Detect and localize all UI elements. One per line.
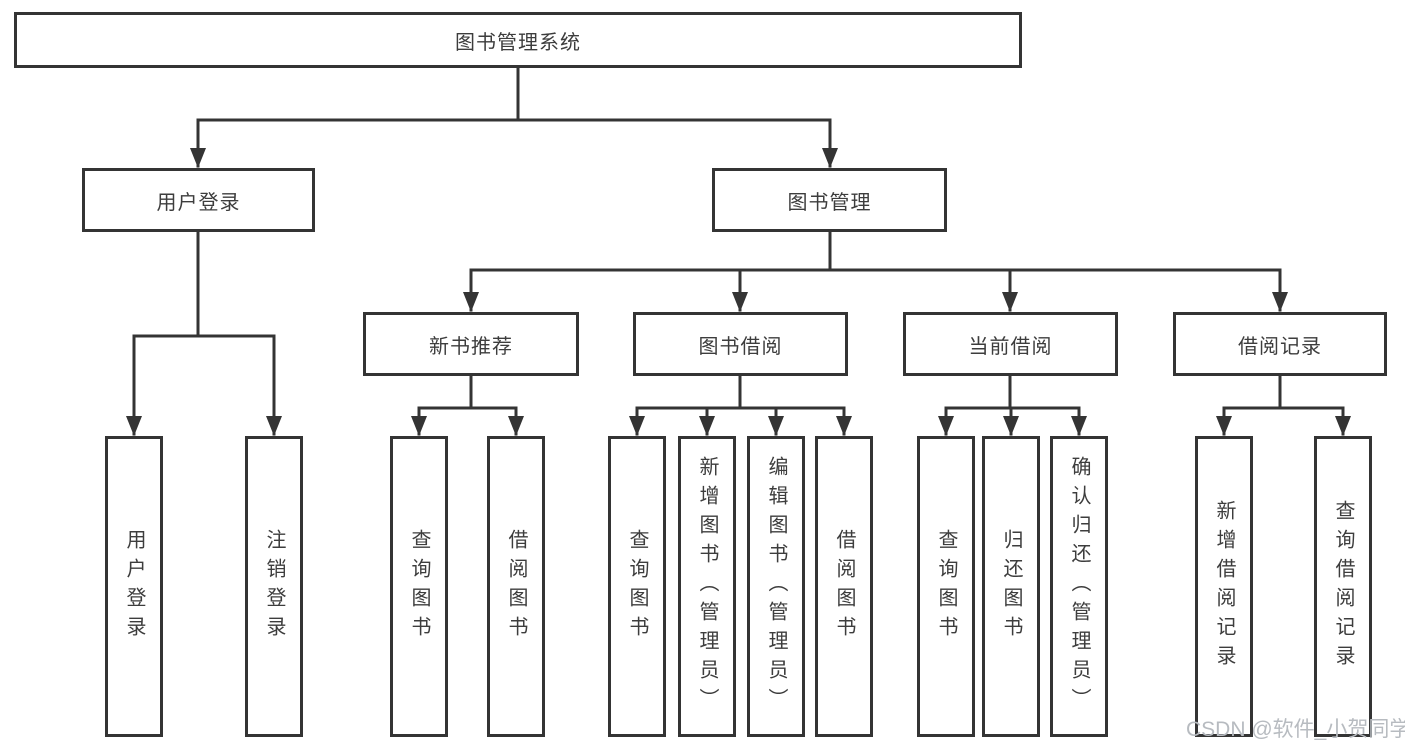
leaf-edit-books-admin-label: 编辑图书（管理员） xyxy=(765,456,787,717)
leaf-add-borrow-record: 新增借阅记录 xyxy=(1195,436,1253,737)
leaf-add-books-admin-label: 新增图书（管理员） xyxy=(696,456,718,717)
node-current-borrow-label: 当前借阅 xyxy=(968,335,1053,358)
leaf-confirm-return-admin-label: 确认归还（管理员） xyxy=(1068,456,1090,717)
leaf-borrow-query-books: 查询图书 xyxy=(608,436,666,737)
csdn-watermark: CSDN @软件_小贺同学 xyxy=(1186,718,1405,741)
leaf-user-login-label: 用户登录 xyxy=(123,528,145,645)
leaf-logout-label: 注销登录 xyxy=(263,528,285,645)
leaf-recommend-query-books-label: 查询图书 xyxy=(408,528,430,645)
leaf-user-login: 用户登录 xyxy=(105,436,163,737)
node-new-book-recommend-label: 新书推荐 xyxy=(429,335,513,358)
leaf-query-borrow-record-label: 查询借阅记录 xyxy=(1332,499,1354,674)
leaf-recommend-query-books: 查询图书 xyxy=(390,436,448,737)
leaf-borrow-query-books-label: 查询图书 xyxy=(626,528,648,645)
leaf-borrow-books: 借阅图书 xyxy=(815,436,873,737)
node-root-library-system: 图书管理系统 xyxy=(14,12,1022,68)
leaf-add-borrow-record-label: 新增借阅记录 xyxy=(1213,499,1235,674)
node-book-management-label: 图书管理 xyxy=(787,191,872,214)
leaf-current-query-books: 查询图书 xyxy=(917,436,975,737)
node-book-borrow: 图书借阅 xyxy=(633,312,848,376)
leaf-recommend-borrow-books-label: 借阅图书 xyxy=(505,528,527,645)
leaf-borrow-books-label: 借阅图书 xyxy=(833,528,855,645)
node-borrow-records-label: 借阅记录 xyxy=(1238,335,1322,358)
node-new-book-recommend: 新书推荐 xyxy=(363,312,579,376)
leaf-current-query-books-label: 查询图书 xyxy=(935,528,957,645)
leaf-return-books: 归还图书 xyxy=(982,436,1040,737)
leaf-query-borrow-record: 查询借阅记录 xyxy=(1314,436,1372,737)
node-current-borrow: 当前借阅 xyxy=(903,312,1118,376)
leaf-add-books-admin: 新增图书（管理员） xyxy=(678,436,736,737)
node-user-login: 用户登录 xyxy=(82,168,315,232)
node-book-borrow-label: 图书借阅 xyxy=(698,335,783,358)
node-user-login-label: 用户登录 xyxy=(156,191,241,214)
node-root-label: 图书管理系统 xyxy=(455,31,581,54)
leaf-logout: 注销登录 xyxy=(245,436,303,737)
node-book-management: 图书管理 xyxy=(712,168,947,232)
leaf-confirm-return-admin: 确认归还（管理员） xyxy=(1050,436,1108,737)
leaf-recommend-borrow-books: 借阅图书 xyxy=(487,436,545,737)
leaf-return-books-label: 归还图书 xyxy=(1000,528,1022,645)
node-borrow-records: 借阅记录 xyxy=(1173,312,1387,376)
leaf-edit-books-admin: 编辑图书（管理员） xyxy=(747,436,805,737)
